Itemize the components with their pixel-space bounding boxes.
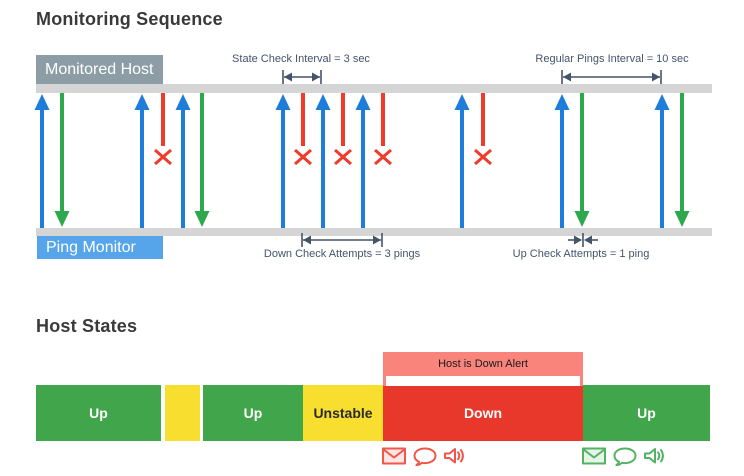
monitored-host-label: Monitored Host [45, 60, 154, 78]
regular-pings-interval-label: Regular Pings Interval = 10 sec [535, 53, 689, 65]
ping-arrow [315, 94, 331, 228]
monitor-timeline-bar [36, 228, 712, 236]
ping-arrow [654, 94, 670, 228]
ping-arrow [554, 94, 570, 228]
up-alert-icons [581, 446, 667, 466]
chat-icon [413, 447, 437, 466]
host-down-alert-banner: Host is Down Alert [383, 352, 583, 386]
ping-arrow [355, 94, 371, 228]
state-segment-unstable: Unstable [303, 385, 383, 441]
reply-arrow [194, 93, 210, 227]
ping-arrow [454, 94, 470, 228]
host-timeline-bar [36, 84, 712, 93]
lost-arrow [334, 93, 352, 166]
state-check-interval-marker [282, 70, 322, 84]
email-icon [582, 447, 606, 465]
ping-monitor-box: Ping Monitor [37, 236, 163, 259]
down-alert-icons [381, 446, 467, 466]
chat-icon [613, 447, 637, 466]
state-segment-up: Up [36, 385, 161, 441]
sound-icon [644, 448, 664, 464]
reply-arrow [54, 93, 70, 227]
down-check-attempts-label: Down Check Attempts = 3 pings [263, 248, 421, 260]
ping-monitor-label: Ping Monitor [46, 238, 136, 256]
ping-arrow [134, 94, 150, 228]
email-icon [382, 447, 406, 465]
sequence-title: Monitoring Sequence [36, 9, 223, 29]
reply-arrow [674, 93, 690, 227]
state-segment-unstable [165, 385, 200, 441]
host-down-alert-label: Host is Down Alert [383, 352, 583, 376]
lost-arrow [374, 93, 392, 166]
alert-banner-strip [383, 376, 583, 386]
up-check-attempts-label: Up Check Attempts = 1 ping [512, 248, 650, 260]
state-segment-up: Up [203, 385, 303, 441]
state-segment-down: Down [383, 385, 583, 441]
regular-pings-interval-marker [561, 70, 662, 84]
reply-arrow [574, 93, 590, 227]
lost-arrow [474, 93, 492, 166]
host-states-title: Host States [36, 316, 138, 336]
ping-arrow [275, 94, 291, 228]
ping-arrow [175, 94, 191, 228]
state-segment-up: Up [583, 385, 710, 441]
lost-arrow [294, 93, 312, 166]
lost-arrow [154, 93, 172, 166]
monitored-host-box: Monitored Host [36, 55, 163, 84]
sound-icon [444, 448, 464, 464]
ping-arrow [34, 94, 50, 228]
state-check-interval-label: State Check Interval = 3 sec [232, 53, 370, 65]
